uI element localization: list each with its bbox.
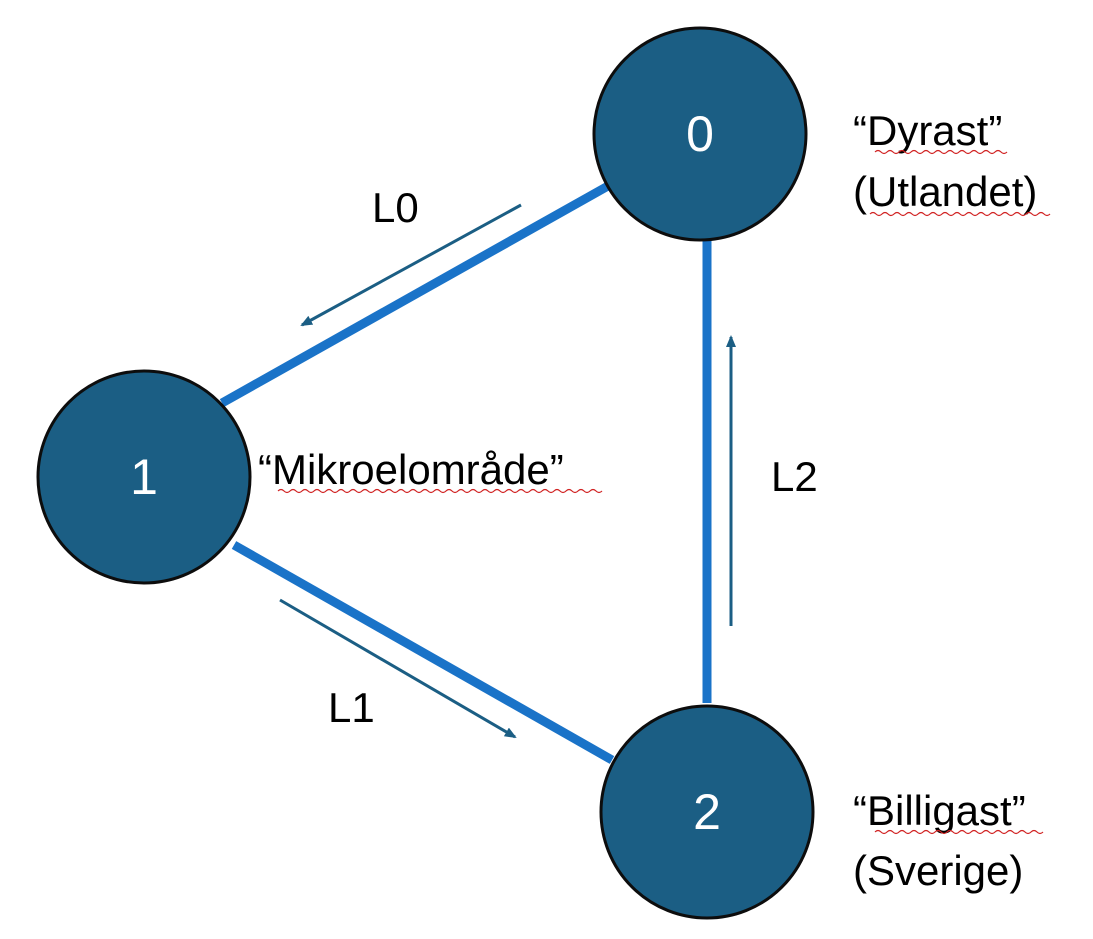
spellcheck-underline <box>874 829 1044 835</box>
edge-l2-label: L2 <box>771 453 818 500</box>
node-0-annotation-title: “Dyrast” <box>853 107 1002 154</box>
edge-l0-label: L0 <box>372 184 419 231</box>
node-2-annotation-subtitle: (Sverige) <box>853 847 1023 894</box>
node-1-annotation-title: “Mikroelområde” <box>258 446 564 493</box>
edge-l1-label: L1 <box>328 684 375 731</box>
spellcheck-underline <box>869 211 1051 217</box>
node-1: 1 <box>36 369 252 585</box>
l1-flow-arrow <box>279 598 517 739</box>
node-0-label: 0 <box>686 106 714 162</box>
node-2-label: 2 <box>693 784 721 840</box>
node-1-label: 1 <box>130 449 158 505</box>
node-2-circle <box>599 704 815 920</box>
edge-l1-line <box>231 541 615 764</box>
node-2: 2 <box>599 704 815 920</box>
node-1-circle <box>36 369 252 585</box>
node-0-annotation-subtitle: (Utlandet) <box>853 168 1037 215</box>
node-2-annotation-title: “Billigast” <box>853 787 1026 834</box>
edge-l0-line <box>219 182 611 407</box>
l0-flow-arrow <box>300 203 522 327</box>
node-0: 0 <box>592 26 808 242</box>
spellcheck-underline <box>874 149 1008 155</box>
spellcheck-underline <box>277 488 603 494</box>
node-0-circle <box>592 26 808 242</box>
